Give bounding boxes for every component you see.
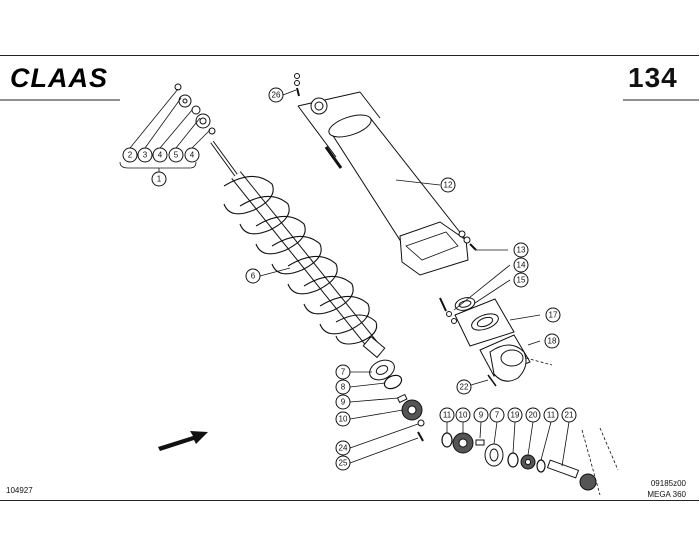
claas-logo: CLAAS — [10, 63, 108, 93]
callout-4: 4 — [152, 147, 168, 163]
callout-10: 10 — [335, 411, 351, 427]
callout-17: 17 — [545, 307, 561, 323]
page-number: 134 — [628, 62, 678, 93]
callout-3: 3 — [137, 147, 153, 163]
callout-8: 8 — [335, 379, 351, 395]
arrow-right-icon — [158, 431, 208, 451]
svg-text:14: 14 — [517, 261, 526, 270]
svg-text:10: 10 — [339, 415, 348, 424]
svg-text:9: 9 — [341, 398, 346, 407]
svg-text:7: 7 — [341, 368, 346, 377]
svg-text:13: 13 — [517, 246, 526, 255]
callout-19: 19 — [507, 407, 523, 423]
svg-text:15: 15 — [517, 276, 526, 285]
svg-text:19: 19 — [511, 411, 520, 420]
svg-text:26: 26 — [272, 91, 281, 100]
brand-logo-text: CLAAS — [10, 63, 108, 93]
svg-text:3: 3 — [143, 151, 148, 160]
svg-text:8: 8 — [341, 383, 346, 392]
svg-text:2: 2 — [128, 151, 133, 160]
callout-5: 5 — [168, 147, 184, 163]
callout-24: 24 — [335, 440, 351, 456]
callout-11: 11 — [439, 407, 455, 423]
callout-10b: 10 — [455, 407, 471, 423]
svg-text:12: 12 — [444, 181, 453, 190]
svg-text:20: 20 — [529, 411, 538, 420]
svg-text:7: 7 — [495, 411, 500, 420]
svg-text:5: 5 — [174, 151, 179, 160]
lower-shaft-group — [441, 427, 619, 496]
callout-2: 2 — [122, 147, 138, 163]
tube-part — [297, 91, 469, 276]
svg-text:11: 11 — [547, 411, 556, 420]
svg-text:17: 17 — [549, 311, 558, 320]
callout-20: 20 — [525, 407, 541, 423]
callout-7b: 7 — [489, 407, 505, 423]
auger-part — [210, 140, 386, 359]
flange-plate-part — [454, 298, 515, 347]
svg-text:9: 9 — [479, 411, 484, 420]
callout-9: 9 — [335, 394, 351, 410]
svg-text:18: 18 — [548, 337, 557, 346]
callout-7: 7 — [335, 364, 351, 380]
gear-housing-part — [479, 334, 531, 387]
callout-13: 13 — [513, 242, 529, 258]
svg-text:10: 10 — [459, 411, 468, 420]
callout-15: 15 — [513, 272, 529, 288]
figure-id: 09185z00 — [650, 479, 686, 488]
callout-26: 26 — [268, 87, 284, 103]
callout-1: 1 — [151, 171, 167, 187]
callout-21: 21 — [561, 407, 577, 423]
callout-14: 14 — [513, 257, 529, 273]
svg-text:1: 1 — [157, 175, 162, 184]
svg-text:22: 22 — [460, 383, 469, 392]
document-id: 104927 — [6, 486, 33, 495]
callout-4b: 4 — [184, 147, 200, 163]
svg-text:4: 4 — [190, 151, 195, 160]
hardware-stack-top — [174, 83, 216, 135]
svg-text:4: 4 — [158, 151, 163, 160]
callout-22: 22 — [456, 379, 472, 395]
callout-25: 25 — [335, 455, 351, 471]
svg-text:6: 6 — [251, 272, 256, 281]
bevel-gear-part-left — [401, 399, 423, 421]
svg-text:21: 21 — [565, 411, 574, 420]
svg-text:11: 11 — [443, 411, 452, 420]
model-name: MEGA 360 — [647, 490, 686, 499]
svg-text:25: 25 — [339, 459, 348, 468]
callout-18: 18 — [544, 333, 560, 349]
callout-11b: 11 — [543, 407, 559, 423]
svg-text:24: 24 — [339, 444, 348, 453]
callout-12: 12 — [440, 177, 456, 193]
callout-6: 6 — [245, 268, 261, 284]
callout-9b: 9 — [473, 407, 489, 423]
parts-sheet-frame — [0, 55, 699, 501]
